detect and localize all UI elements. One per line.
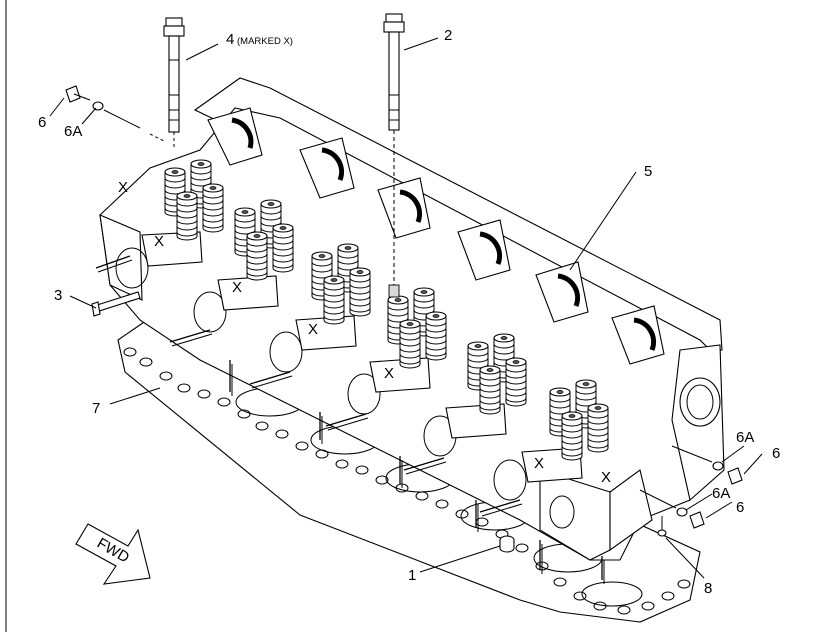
valve-spring xyxy=(323,275,345,325)
forward-direction-arrow: FWD xyxy=(75,523,151,585)
callout-7: 7 xyxy=(92,400,100,417)
callout-5: 5 xyxy=(644,163,652,180)
gasket-hole xyxy=(139,357,153,367)
bolt-6-washer-6a-right-lower xyxy=(639,489,705,529)
stud xyxy=(325,413,369,431)
gasket-hole xyxy=(515,543,529,553)
gasket-hole xyxy=(197,389,211,399)
callout-4: 4 xyxy=(226,31,234,48)
gasket-hole xyxy=(617,605,631,615)
x-mark: X xyxy=(384,365,394,382)
x-mark: X xyxy=(232,279,242,296)
gasket-hole xyxy=(553,577,567,587)
callout-6: 6 xyxy=(772,445,780,462)
x-mark: X xyxy=(308,321,318,338)
valve-spring xyxy=(587,403,609,453)
stud xyxy=(475,500,479,532)
callout-6: 6 xyxy=(736,499,744,516)
callout-6a: 6A xyxy=(712,485,730,502)
valve-spring xyxy=(425,311,447,361)
gasket-hole xyxy=(641,601,655,611)
gasket-hole xyxy=(375,475,389,485)
valve-spring xyxy=(505,357,527,407)
stud xyxy=(95,255,133,273)
valve-spring xyxy=(399,319,421,369)
head-studs xyxy=(95,255,605,584)
head-bolt-long-2 xyxy=(383,13,405,298)
gasket-hole xyxy=(455,509,469,519)
callout-6: 6 xyxy=(38,114,46,131)
plug-8 xyxy=(657,516,667,537)
callout-2: 2 xyxy=(444,27,452,44)
callout-1: 1 xyxy=(408,567,416,584)
x-marks: X X X X X X X xyxy=(118,179,611,486)
valve-spring xyxy=(202,183,224,233)
callout-6a: 6A xyxy=(64,123,82,140)
callout-6a: 6A xyxy=(736,429,754,446)
leader-lines xyxy=(49,37,763,579)
gasket-hole xyxy=(661,591,675,601)
gasket-hole xyxy=(335,459,349,469)
gasket-hole xyxy=(217,397,231,407)
stud xyxy=(169,329,213,347)
valve-spring xyxy=(479,365,501,415)
gasket-hole xyxy=(435,499,449,509)
gasket-hole xyxy=(573,591,587,601)
stud xyxy=(403,457,447,475)
injector-bridges xyxy=(141,231,583,483)
x-mark: X xyxy=(534,455,544,472)
x-mark: X xyxy=(601,469,611,486)
valve-spring xyxy=(246,231,268,281)
stud xyxy=(399,456,403,488)
callout-8: 8 xyxy=(704,580,712,597)
gasket-hole xyxy=(295,441,309,451)
gasket-hole xyxy=(159,371,173,381)
head-bolt-long-4 xyxy=(163,17,185,148)
valve-springs xyxy=(164,159,609,461)
x-mark: X xyxy=(154,233,164,250)
bolt-6-washer-6a-right-upper xyxy=(671,445,743,485)
gasket-hole xyxy=(123,347,137,357)
gasket-hole xyxy=(275,429,289,439)
valve-spring xyxy=(561,411,583,461)
x-mark: X xyxy=(118,179,128,196)
stud xyxy=(229,360,233,396)
callout-4-note: (MARKED X) xyxy=(237,36,293,47)
callout-3: 3 xyxy=(54,287,62,304)
gasket-hole xyxy=(177,383,191,393)
valve-spring xyxy=(349,267,371,317)
stud xyxy=(249,371,293,389)
valve-spring xyxy=(272,223,294,273)
callout-labels: 4 (MARKED X) 2 5 6 6A 3 7 6A 6 6A 6 1 8 xyxy=(38,27,780,597)
stud xyxy=(539,540,543,574)
valve-spring xyxy=(176,191,198,241)
gasket-hole xyxy=(255,421,269,431)
dowel-sleeve-1 xyxy=(499,535,515,553)
gasket-hole xyxy=(677,579,691,589)
gasket-hole xyxy=(237,409,251,419)
rocker-pedestals xyxy=(207,107,665,365)
stud xyxy=(601,556,605,584)
stud xyxy=(479,499,523,517)
head-bolt-3 xyxy=(91,291,141,317)
gasket-bolt-holes xyxy=(123,347,691,615)
gasket-hole xyxy=(355,465,369,475)
stud xyxy=(319,412,323,444)
